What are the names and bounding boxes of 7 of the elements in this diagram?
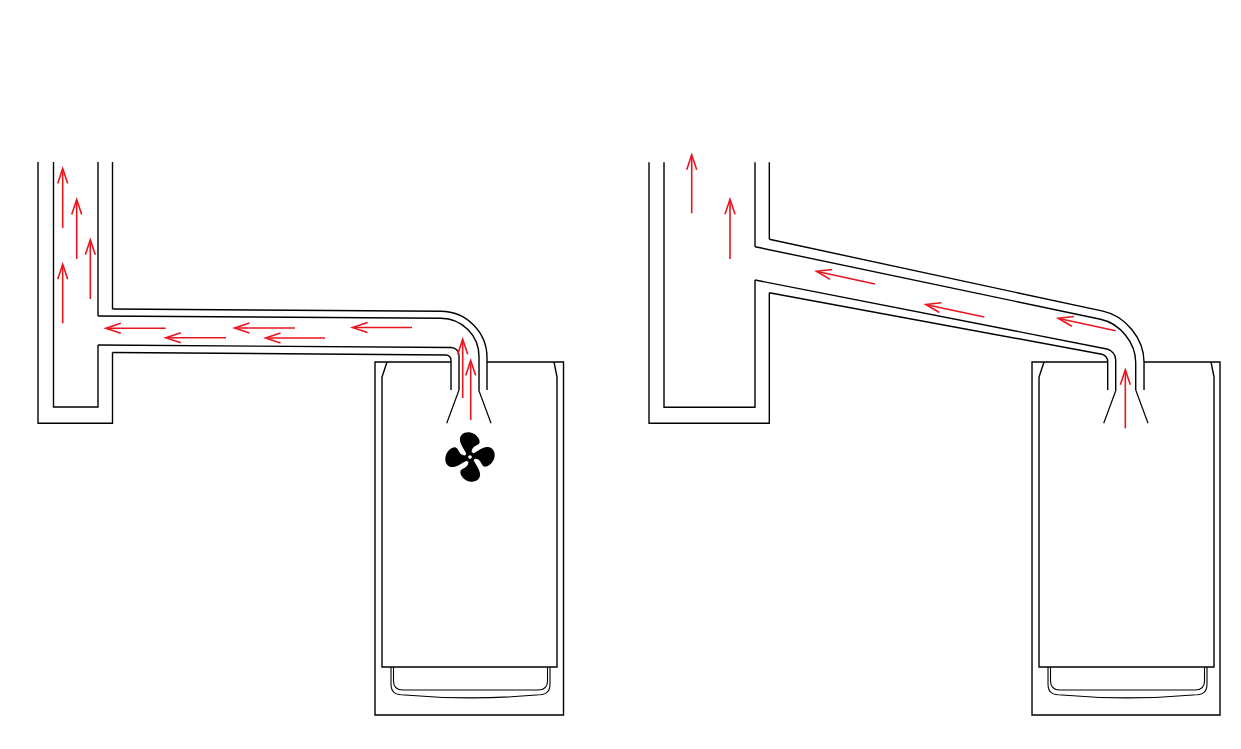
- fan-icon: [445, 432, 495, 482]
- duct: [97, 308, 488, 391]
- duct: [754, 238, 1145, 391]
- chimney: [37, 161, 114, 424]
- appliance: [374, 361, 565, 716]
- chimney: [648, 161, 770, 424]
- appliance: [1031, 361, 1221, 716]
